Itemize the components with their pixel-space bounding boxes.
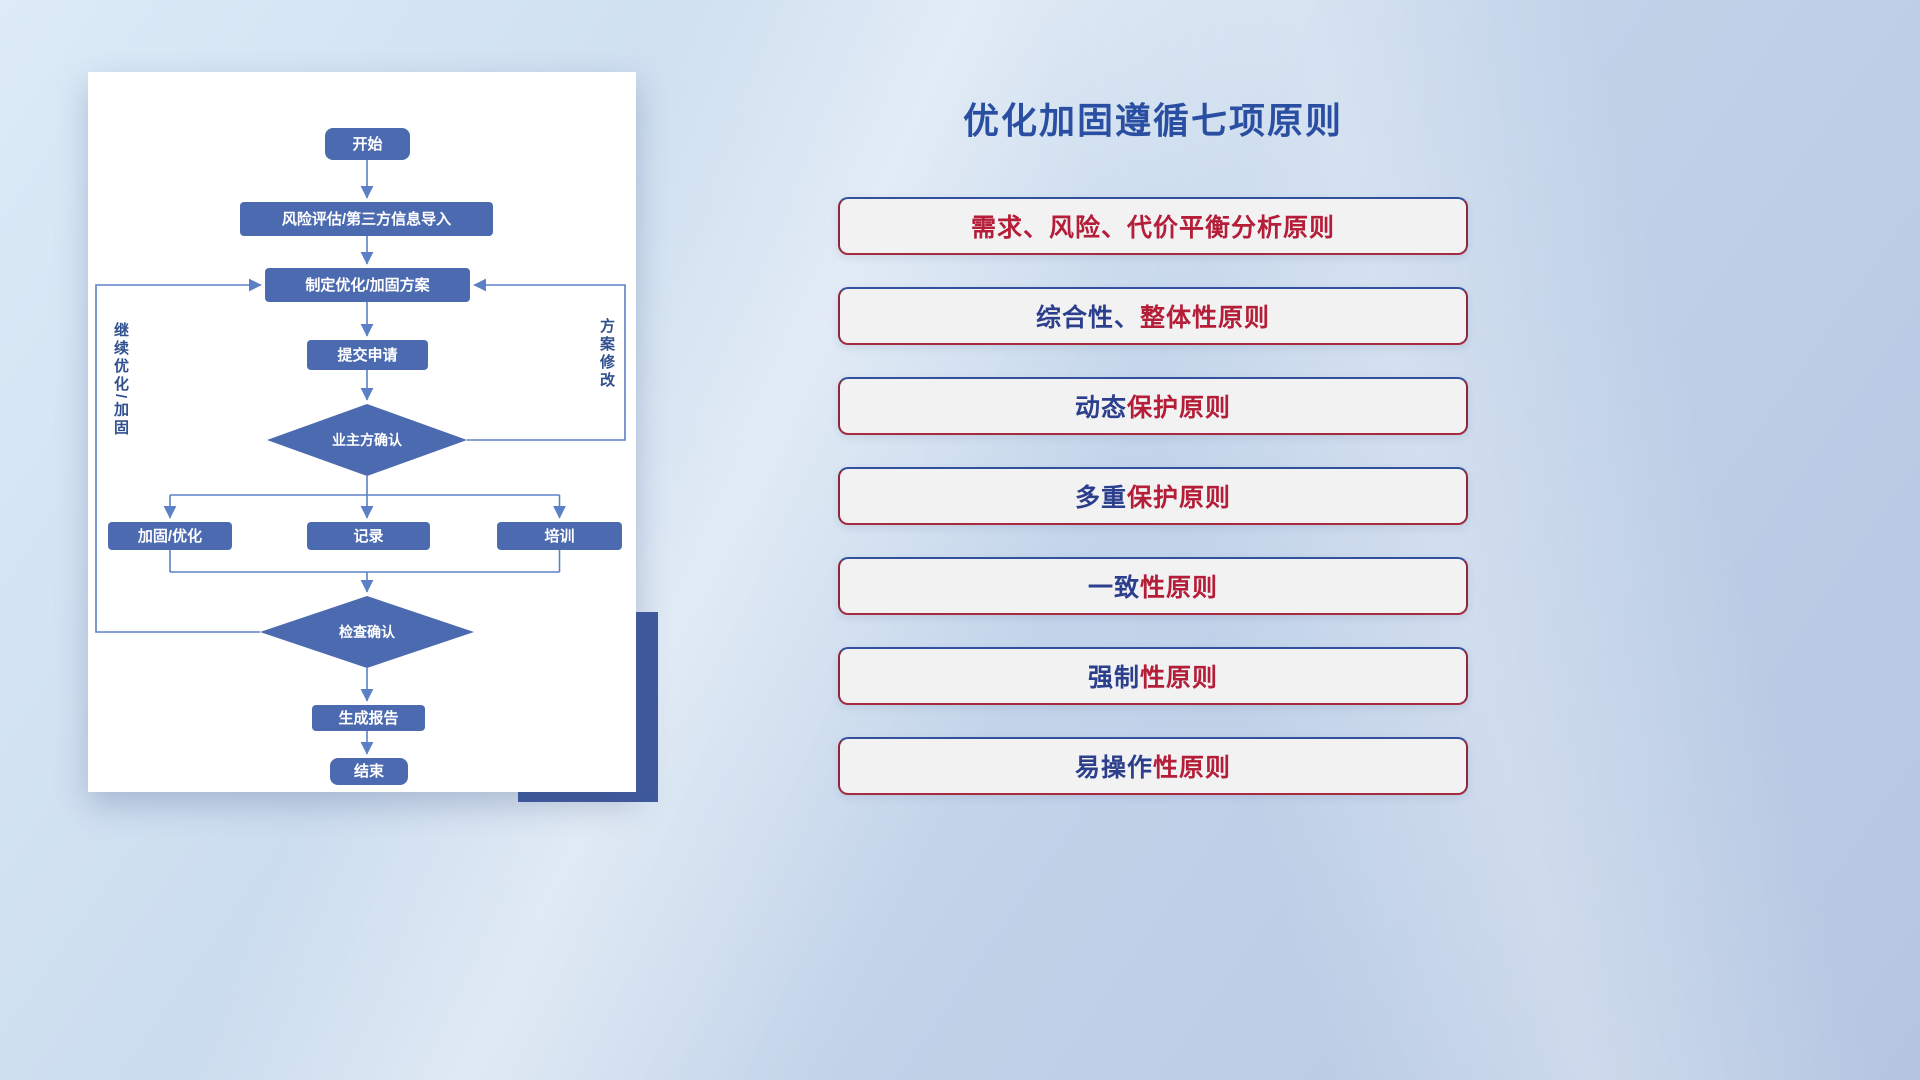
principle-text-segment: 动态 xyxy=(1074,394,1127,422)
principle-box-4: 多重保护原则 xyxy=(838,467,1468,525)
flowchart-card: 开始 风险评估/第三方信息导入 制定优化/加固方案 提交申请 业主方确认 加固/… xyxy=(88,72,636,792)
principle-text-segment: 性原则 xyxy=(1153,754,1232,782)
node-training: 培训 xyxy=(497,522,622,550)
edge-label-plan-revision: 方案修改 xyxy=(598,318,615,390)
node-make-plan: 制定优化/加固方案 xyxy=(265,268,470,302)
node-end: 结束 xyxy=(330,758,408,785)
principle-box-2: 综合性、整体性原则 xyxy=(838,287,1468,345)
principle-box-1: 需求、风险、代价平衡分析原则 xyxy=(838,197,1468,255)
principle-text-segment: 综合性、 xyxy=(1035,304,1140,332)
panel-title: 优化加固遵循七项原则 xyxy=(962,100,1343,141)
principle-text-segment: 多重 xyxy=(1074,484,1127,512)
principle-text-segment: 需求、风险、代价平衡分析原则 xyxy=(970,214,1335,242)
flowchart-connectors xyxy=(95,160,626,755)
node-harden-optimize: 加固/优化 xyxy=(108,522,232,550)
edge-continue-optimize-loop xyxy=(95,278,262,633)
edge-branch-merge xyxy=(169,550,561,573)
edge-label-continue-optimize: 继续优化/加固 xyxy=(112,322,129,438)
edge-plan-revision-loop xyxy=(467,278,626,441)
node-record: 记录 xyxy=(307,522,430,550)
principle-box-7: 易操作性原则 xyxy=(838,737,1468,795)
node-start: 开始 xyxy=(325,128,410,160)
principle-box-5: 一致性原则 xyxy=(838,557,1468,615)
principle-text-segment: 性原则 xyxy=(1140,664,1219,692)
node-generate-report: 生成报告 xyxy=(312,705,425,731)
principle-text-segment: 一致 xyxy=(1087,574,1140,602)
principle-text-segment: 性原则 xyxy=(1140,574,1219,602)
principle-text-segment: 保护原则 xyxy=(1127,394,1232,422)
principle-text-segment: 整体性原则 xyxy=(1140,304,1271,332)
check-confirm-diamond xyxy=(260,596,474,668)
principles-list: 需求、风险、代价平衡分析原则 综合性、整体性原则 动态保护原则 多重保护原则 一… xyxy=(838,197,1468,795)
edge-branch-split xyxy=(170,476,560,496)
node-risk-import: 风险评估/第三方信息导入 xyxy=(240,202,493,236)
principle-text-segment: 易操作 xyxy=(1074,754,1153,782)
principle-box-6: 强制性原则 xyxy=(838,647,1468,705)
principle-text-segment: 保护原则 xyxy=(1127,484,1232,512)
owner-confirm-diamond xyxy=(267,404,467,476)
principle-box-3: 动态保护原则 xyxy=(838,377,1468,435)
principle-text-segment: 强制 xyxy=(1087,664,1140,692)
node-submit-application: 提交申请 xyxy=(307,340,428,370)
